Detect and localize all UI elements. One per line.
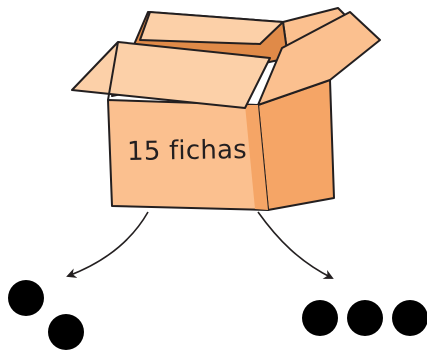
counter <box>48 314 84 350</box>
box-illustration <box>72 8 380 210</box>
counter <box>8 280 44 316</box>
counters-right-group <box>302 300 427 336</box>
counters-left-group <box>8 280 84 350</box>
box-back-left-flap <box>140 12 283 44</box>
arrow-right <box>258 212 332 278</box>
arrows <box>68 212 332 278</box>
arrow-left <box>68 212 148 276</box>
counter <box>302 300 338 336</box>
counter <box>392 300 427 336</box>
counter <box>347 300 383 336</box>
box-label: 15 fichas <box>112 135 263 168</box>
